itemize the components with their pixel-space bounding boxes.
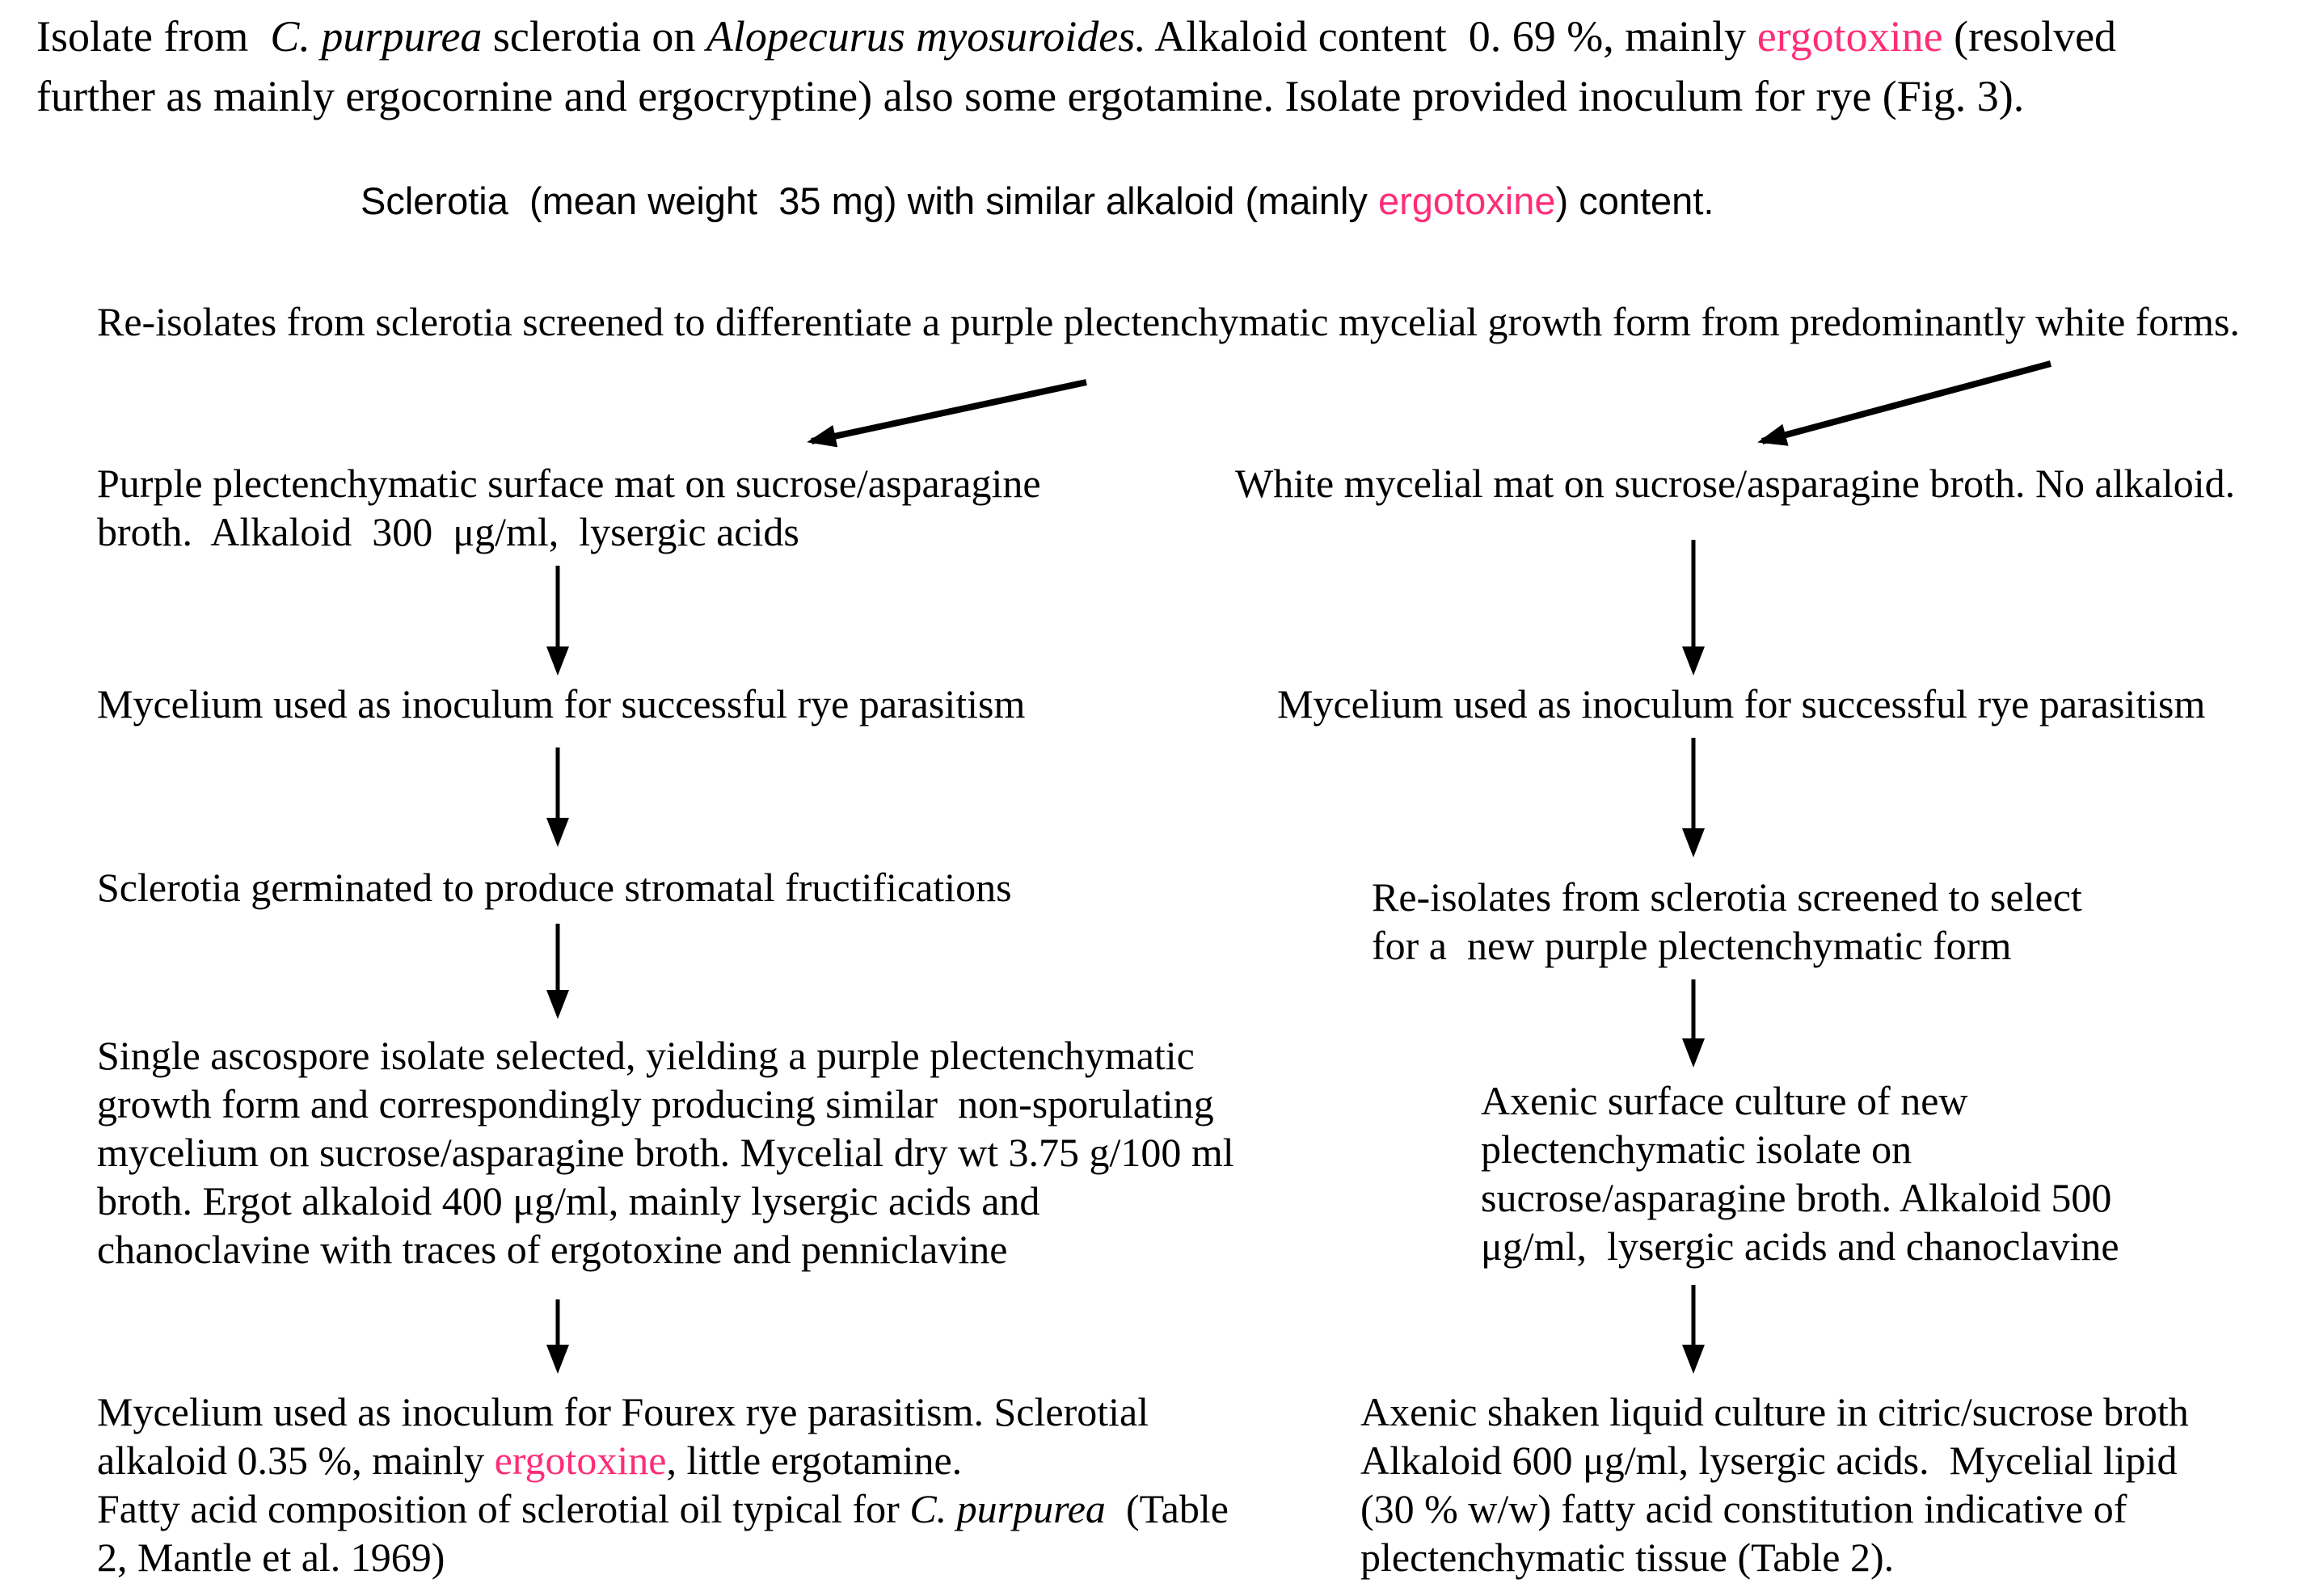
species-name: C. purpurea — [270, 12, 483, 61]
flow-step-purple-mat: Purple plectenchymatic surface mat on su… — [97, 461, 1041, 554]
flow-step-white-mat: White mycelial mat on sucrose/asparagine… — [1235, 461, 2236, 506]
text-segment: , little ergotamine. Fatty acid composit… — [97, 1438, 963, 1531]
flow-step-right-rye-parasitism: Mycelium used as inoculum for successful… — [1277, 681, 2206, 726]
subtitle: Sclerotia (mean weight 35 mg) with simil… — [361, 179, 1714, 224]
text-segment: Alkaloid content 0. 69 %, mainly — [1145, 12, 1757, 61]
species-name: C. purpurea — [909, 1486, 1106, 1531]
branch-arrow-right-icon — [1757, 360, 2052, 446]
text-segment: Isolate from — [36, 12, 271, 61]
species-name: Alopecurus myosuroides. — [706, 12, 1146, 61]
flow-step-axenic-shaken: Axenic shaken liquid culture in citric/s… — [1360, 1389, 2189, 1580]
flow-step-fourex-parasitism: Mycelium used as inoculum for Fourex rye… — [97, 1388, 1229, 1581]
highlight-term: ergotoxine — [1378, 179, 1556, 222]
flow-step-sclerotia-germination: Sclerotia germinated to produce stromata… — [97, 865, 1012, 910]
text-segment: Mycelium used as inoculum for Fourex rye… — [97, 1389, 1149, 1483]
branch-arrow-left-icon — [807, 379, 1087, 448]
screening-note: Re-isolates from sclerotia screened to d… — [97, 299, 2240, 344]
text-segment: Sclerotia (mean weight 35 mg) with simil… — [361, 179, 1378, 222]
text-segment: sclerotia on — [482, 12, 706, 61]
text-segment: (resolved further as mainly ergocornine … — [36, 12, 2117, 120]
flow-step-single-ascospore: Single ascospore isolate selected, yield… — [97, 1033, 1234, 1272]
flow-step-left-rye-parasitism: Mycelium used as inoculum for successful… — [97, 681, 1026, 726]
flow-step-axenic-surface: Axenic surface culture of new plectenchy… — [1481, 1078, 2119, 1269]
highlight-term: ergotoxine — [1756, 12, 1943, 61]
flow-step-reisolates-select: Re-isolates from sclerotia screened to s… — [1372, 874, 2082, 968]
text-segment: (Table 2, Mantle et al. 1969) — [97, 1486, 1229, 1580]
header-paragraph: Isolate from C. purpurea sclerotia on Al… — [36, 6, 2116, 126]
highlight-term: ergotoxine — [494, 1438, 667, 1483]
text-segment: ) content. — [1555, 179, 1714, 222]
